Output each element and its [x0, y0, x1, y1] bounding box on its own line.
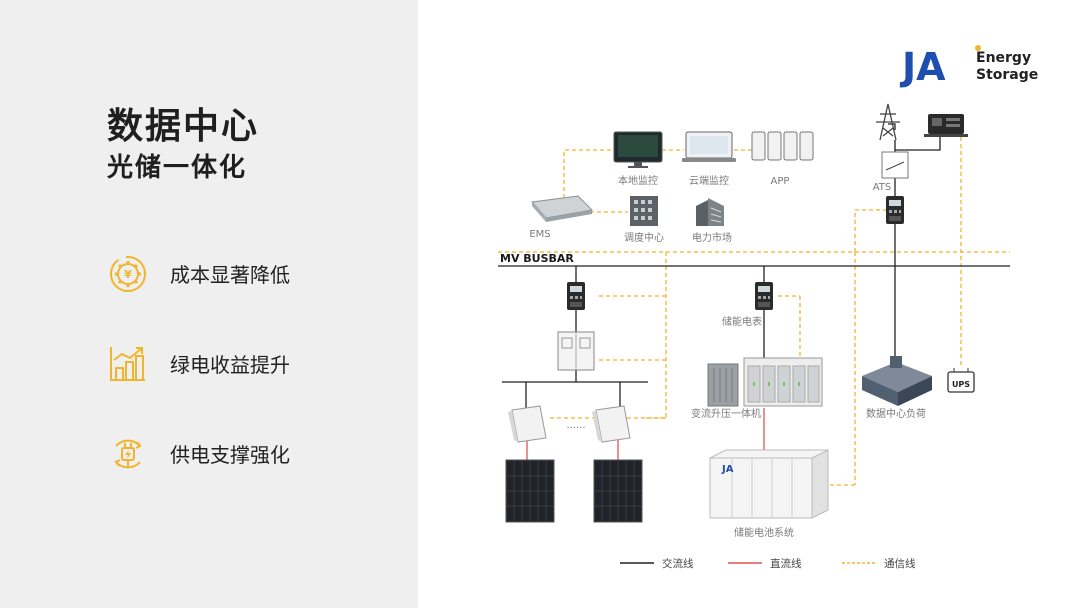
label-ems: EMS: [529, 229, 550, 240]
legend: 交流线 直流线 通信线: [620, 557, 916, 570]
ats-switch-icon: [881, 151, 909, 179]
feature-label: 绿电收益提升: [170, 353, 290, 377]
label-power-market: 电力市场: [692, 231, 732, 244]
ems-unit-icon: [531, 195, 594, 222]
datacenter-building-icon: [862, 356, 932, 406]
transmission-tower-icon: [876, 103, 900, 141]
meter-pv-icon: [567, 282, 585, 310]
meter-ats-icon: [886, 196, 904, 224]
switch-cabinet-icon: [557, 331, 595, 371]
feature-label: 成本显著降低: [170, 263, 290, 287]
pv-panel-left-icon: [505, 459, 555, 523]
legend-ac-label: 交流线: [662, 557, 694, 570]
comm-lines: [498, 130, 1010, 486]
label-ats: ATS: [873, 182, 892, 193]
gear-coin-icon: ¥: [110, 256, 146, 292]
dispatch-center-icon: [630, 196, 658, 226]
legend-comm-label: 通信线: [884, 557, 916, 570]
label-pcs-transformer: 变流升压一体机: [691, 407, 761, 420]
svg-text:¥: ¥: [124, 268, 132, 281]
logo-line1: Energy: [976, 50, 1031, 66]
local-monitor-icon: [613, 131, 663, 168]
plug-cycle-icon: [114, 439, 142, 469]
label-datacenter-load: 数据中心负荷: [866, 407, 926, 420]
feature-green: 绿电收益提升: [108, 344, 398, 388]
busbar-label: MV BUSBAR: [500, 252, 574, 265]
pv-panel-right-icon: [593, 459, 643, 523]
battery-logo: JA: [721, 464, 734, 475]
bar-growth-icon: [110, 347, 145, 381]
label-battery-system: 储能电池系统: [734, 526, 794, 539]
feature-supply: 供电支撑强化: [108, 434, 398, 478]
label-storage-meter: 储能电表: [722, 315, 762, 328]
power-market-icon: [696, 198, 724, 226]
page-title: 数据中心: [107, 106, 260, 147]
dc-lines: [526, 408, 765, 460]
ja-energy-storage-logo: JA Energy Storage: [899, 45, 1038, 89]
legend-dc-label: 直流线: [770, 557, 802, 570]
cloud-monitor-icon: [682, 131, 736, 162]
system-diagram: JA Energy Storage: [498, 45, 1038, 570]
label-cloud-monitor: 云端监控: [689, 174, 729, 187]
logo-line2: Storage: [976, 67, 1038, 83]
ups-label: UPS: [952, 380, 970, 389]
logo-letters: JA: [899, 45, 946, 89]
label-app: APP: [771, 176, 790, 187]
inverter-left-icon: [508, 405, 547, 443]
label-dispatch-center: 调度中心: [624, 231, 664, 244]
ups-icon: UPS: [947, 368, 975, 393]
app-phones-icon: [751, 131, 814, 161]
inverter-right-icon: [592, 405, 631, 443]
page-subtitle: 光储一体化: [107, 153, 248, 183]
feature-label: 供电支撑强化: [170, 443, 290, 467]
ellipsis-label: ......: [566, 420, 585, 431]
battery-system-icon: JA: [709, 449, 829, 519]
pcs-transformer-icon: [707, 357, 823, 407]
label-local-monitor: 本地监控: [618, 174, 658, 187]
left-panel: [0, 0, 418, 608]
meter-storage-icon: [755, 282, 773, 310]
generator-icon: [924, 114, 968, 137]
feature-cost: ¥ 成本显著降低: [108, 254, 398, 298]
